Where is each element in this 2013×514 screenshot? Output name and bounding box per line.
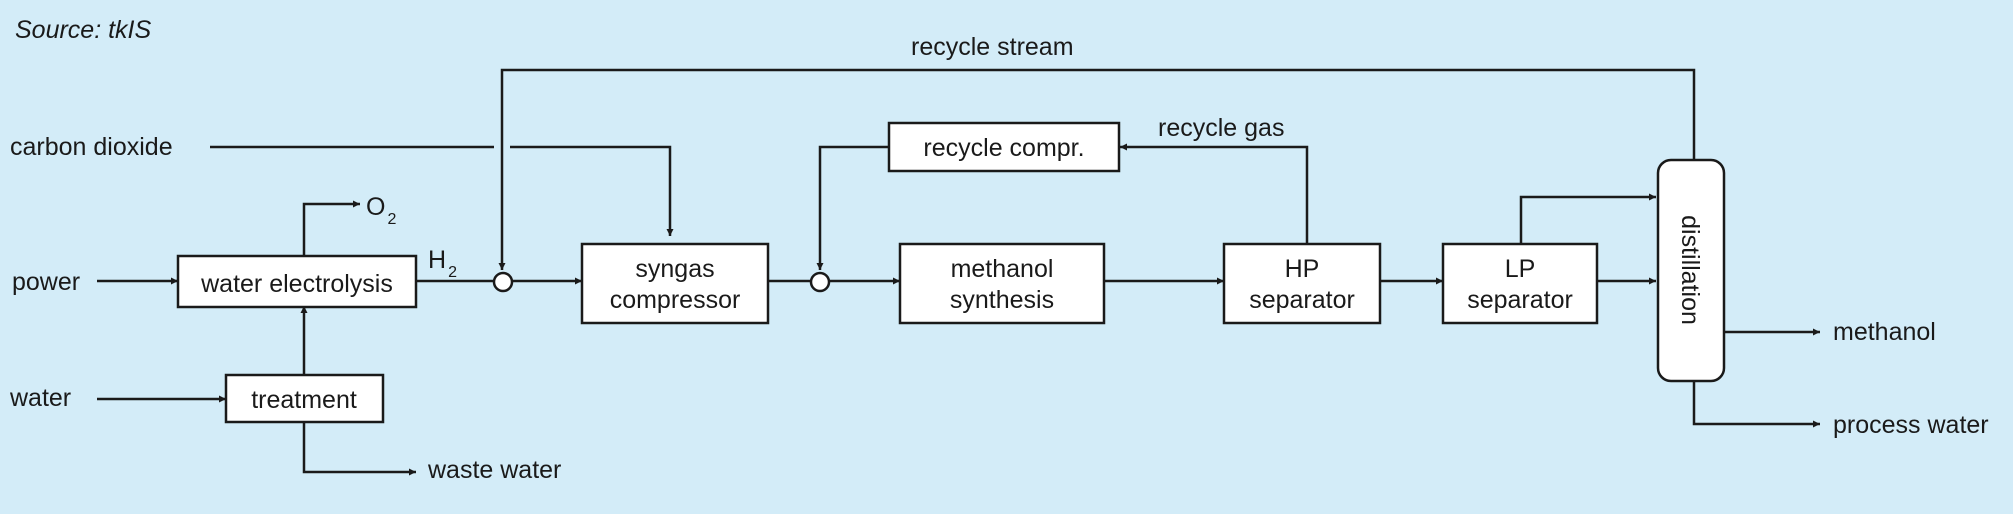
- recycle-stream-label: recycle stream: [911, 33, 1074, 61]
- mixer-node-2: [809, 271, 831, 293]
- waste-water-line: [302, 423, 416, 476]
- oxygen-line: [302, 200, 360, 256]
- water-label: water: [9, 384, 71, 412]
- mixer-node-1: [492, 271, 514, 293]
- lp-separator-label-2: separator: [1467, 286, 1573, 314]
- co2-line-b: [510, 145, 674, 236]
- process-water-label: process water: [1833, 411, 1989, 439]
- recycle-stream-line: [498, 68, 1696, 270]
- hp-separator-box: [1222, 242, 1382, 325]
- recycle-compressor-box: [887, 121, 1121, 173]
- carbon-dioxide-label: carbon dioxide: [10, 133, 173, 161]
- methanol-synthesis-box: [898, 242, 1106, 325]
- methanol-output-label: methanol: [1833, 318, 1936, 346]
- hp-separator-label-1: HP: [1285, 255, 1320, 283]
- methanol-synthesis-label-2: synthesis: [950, 286, 1054, 314]
- lp-separator-label-1: LP: [1505, 255, 1536, 283]
- water-electrolysis-box: [176, 254, 418, 309]
- distillation-label: distillation: [1676, 215, 1704, 325]
- recycle-gas-line: [1120, 143, 1309, 244]
- lp-separator-box: [1441, 242, 1599, 325]
- waste-water-label: waste water: [427, 456, 561, 484]
- hp-separator-label-2: separator: [1249, 286, 1355, 314]
- methanol-synthesis-label-1: methanol: [951, 255, 1054, 283]
- power-label: power: [12, 268, 80, 296]
- treatment-label: treatment: [251, 386, 357, 414]
- process-water-line: [1692, 381, 1820, 428]
- treatment-box: [224, 373, 385, 424]
- syngas-compressor-box: [580, 242, 770, 325]
- recycle-compressor-to-mixer-line: [816, 145, 889, 270]
- distillation-column: [1656, 158, 1726, 383]
- water-electrolysis-label: water electrolysis: [200, 270, 393, 298]
- recycle-gas-label: recycle gas: [1158, 114, 1284, 142]
- recycle-compressor-label: recycle compr.: [923, 134, 1084, 162]
- source-note: Source: tkIS: [15, 16, 151, 44]
- lp-overhead-line: [1519, 193, 1656, 244]
- syngas-compressor-label-2: compressor: [610, 286, 741, 314]
- syngas-compressor-label-1: syngas: [635, 255, 714, 283]
